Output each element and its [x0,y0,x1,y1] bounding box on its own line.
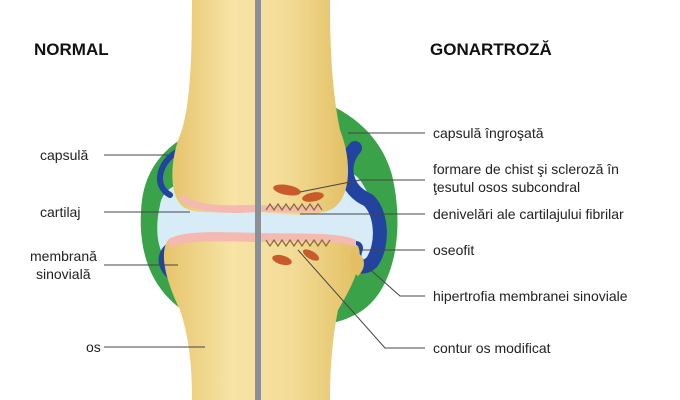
leader-bone-contour [297,249,425,349]
leader-cyst [299,179,425,193]
cyst [273,184,301,196]
label-cyst-line1: formare de chist şi scleroză în [433,161,619,177]
tibia [163,235,360,400]
label-synovial-line2: sinovială [36,266,91,282]
leader-synovial-hypertrophy [364,264,425,297]
label-synovial-line1: membrană [30,248,97,264]
femur-cartilage [180,194,322,213]
cartilage-fibrillation [265,202,323,212]
label-capsule: capsulă [40,147,89,163]
cyst [302,249,320,261]
label-thickened-capsule: capsulă îngroşată [433,125,544,141]
label-cyst-line2: ţesutul osos subcondral [433,179,581,195]
label-cartilage: cartilaj [40,204,81,220]
osteophyte [350,250,364,276]
label-cartilage-unevenness: denivelări ale cartilajului fibrilar [433,206,624,222]
divider [255,0,261,400]
tibia-cartilage [168,232,356,248]
title-normal: NORMAL [34,40,109,59]
cyst [272,254,292,266]
label-synovial-hypertrophy: hipertrofia membranei sinoviale [433,288,628,304]
label-osteophyte: oseofit [433,242,475,258]
cartilage-fibrillation-lower [265,238,331,248]
label-bone: os [86,339,101,355]
title-gonarthrosis: GONARTROZĂ [430,40,552,59]
cyst [302,192,324,202]
label-bone-contour: contur os modificat [433,340,551,356]
